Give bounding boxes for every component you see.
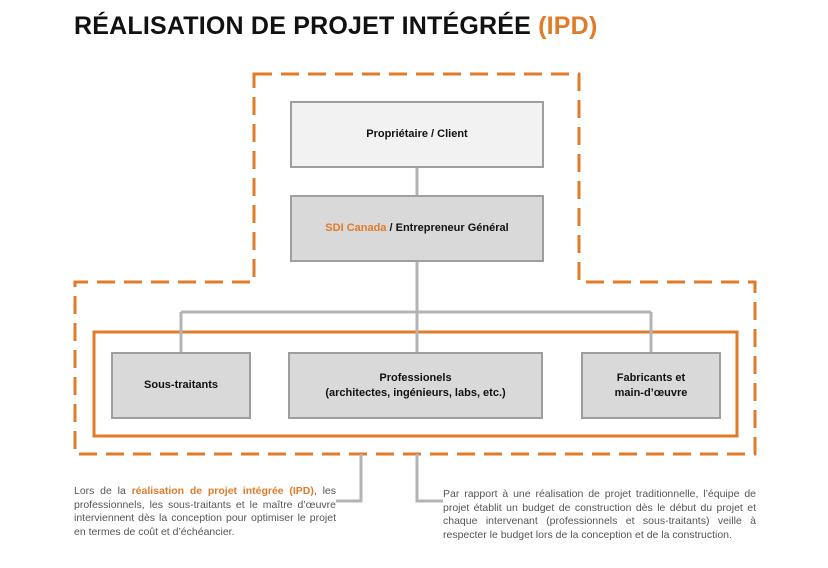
professionals-label: Professionels [379, 371, 452, 384]
manufacturers-box: Fabricants et main-d’œuvre [581, 352, 721, 419]
ipd-note-highlight: réalisation de projet intégrée (IPD) [131, 485, 314, 497]
ipd-note: Lors de la réalisation de projet intégré… [74, 485, 336, 539]
page-title: RÉALISATION DE PROJET INTÉGRÉE (IPD) [74, 12, 597, 41]
ipd-dashed-boundary [73, 72, 757, 456]
owner-label: Propriétaire / Client [366, 128, 468, 140]
manufacturers-label-line1: Fabricants et [616, 371, 686, 384]
connector-note-left [336, 454, 363, 503]
ipd-note-suffix: , les professionnels, les sous-traitants… [74, 485, 336, 538]
title-main: RÉALISATION DE PROJET INTÉGRÉE [74, 12, 531, 40]
manufacturers-label-line2: main-d’œuvre [614, 386, 688, 399]
professionals-box: Professionels (architectes, ingénieurs, … [288, 352, 543, 419]
traditional-comparison-note: Par rapport à une réalisation de projet … [443, 488, 756, 541]
owner-box: Propriétaire / Client [290, 101, 544, 168]
professionals-detail: (architectes, ingénieurs, labs, etc.) [325, 386, 506, 399]
subcontractors-box: Sous-traitants [111, 352, 251, 419]
gc-role-label: / Entrepreneur Général [386, 222, 509, 234]
title-accent: (IPD) [538, 12, 598, 40]
ipd-note-prefix: Lors de la [74, 485, 132, 497]
connector-note-right [415, 454, 443, 503]
subcontractors-label: Sous-traitants [144, 379, 218, 391]
gc-brand-label: SDI Canada [325, 222, 387, 234]
general-contractor-box: SDI Canada / Entrepreneur Général [290, 195, 544, 262]
